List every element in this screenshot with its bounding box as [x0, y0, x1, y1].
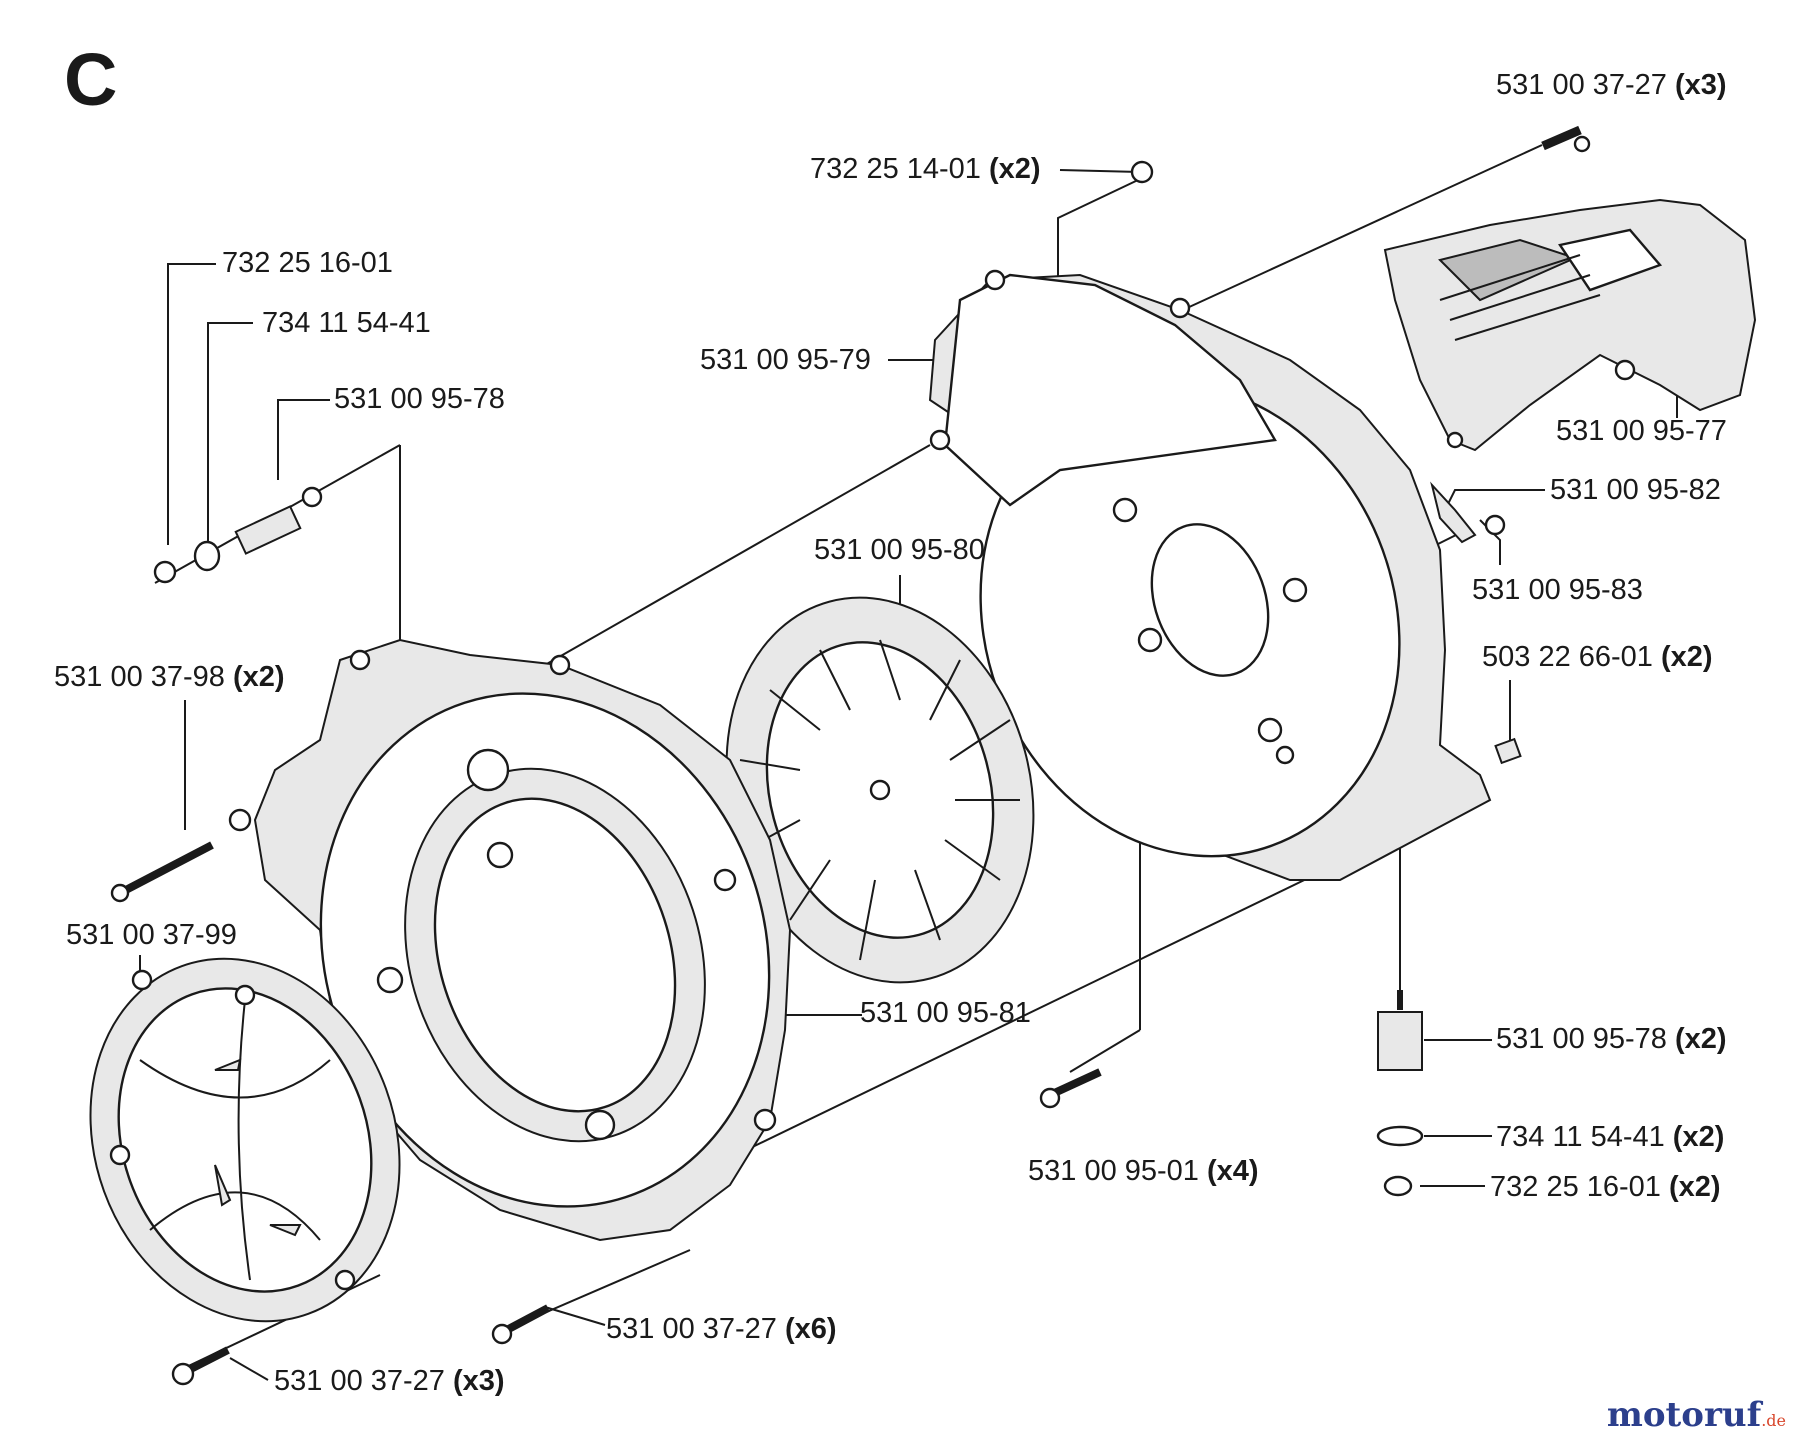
- label-square-nut: 503 22 66-01(x2): [1482, 641, 1713, 673]
- clip-shape: [1430, 481, 1506, 544]
- label-clip: 531 00 95-82: [1550, 474, 1721, 506]
- fan-housing-shape: [228, 638, 792, 1242]
- label-screw-center: 531 00 37-27(x6): [606, 1313, 837, 1345]
- hardware-shapes: [110, 125, 1591, 1386]
- label-fan-housing: 531 00 95-81: [860, 997, 1031, 1029]
- label-washer-left: 734 11 54-41: [262, 307, 431, 339]
- label-cylinder-cover: 531 00 95-77: [1556, 415, 1727, 447]
- label-screw-top-right: 531 00 37-27(x3): [1496, 69, 1727, 101]
- label-nut-top: 732 25 14-01(x2): [810, 153, 1041, 185]
- label-housing-screw: 531 00 95-01(x4): [1028, 1155, 1259, 1187]
- label-long-screw: 531 00 37-98(x2): [54, 661, 285, 693]
- label-nut-right: 732 25 16-01(x2): [1490, 1171, 1721, 1203]
- label-damper-left: 531 00 95-78: [334, 383, 505, 415]
- label-fan-wheel: 531 00 95-80: [814, 534, 985, 566]
- label-screw-bottom: 531 00 37-27(x3): [274, 1365, 505, 1397]
- grille-shape: [89, 957, 401, 1323]
- section-letter: C: [64, 38, 118, 121]
- cylinder-cover-shape: [1383, 198, 1757, 452]
- motoruf-watermark-logo: motoruf.de: [1606, 1395, 1786, 1435]
- label-clip-screw: 531 00 95-83: [1472, 574, 1643, 606]
- rear-flange-shape: [929, 269, 1277, 507]
- label-rear-housing: 531 00 95-79: [700, 344, 871, 376]
- label-damper-right: 531 00 95-78(x2): [1496, 1023, 1727, 1055]
- label-washer-right: 734 11 54-41(x2): [1496, 1121, 1725, 1153]
- label-nut-left: 732 25 16-01: [222, 247, 393, 279]
- label-grille: 531 00 37-99: [66, 919, 237, 951]
